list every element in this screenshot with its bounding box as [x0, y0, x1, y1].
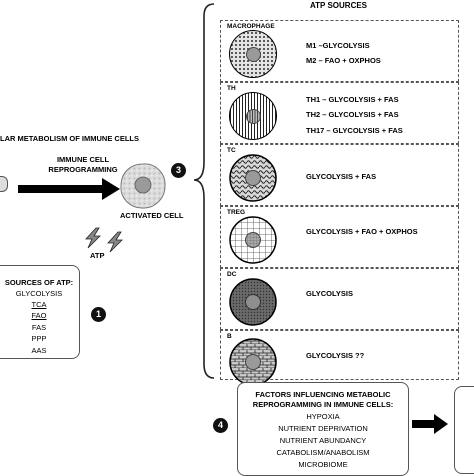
row-label: TC: [227, 147, 236, 154]
factor-item: CATABOLISM/ANABOLISM: [276, 448, 370, 457]
atp-line: GLYCOLYSIS ??: [306, 351, 365, 360]
atp-label: ATP: [90, 251, 105, 260]
factor-item: NUTRIENT ABUNDANCY: [279, 436, 367, 445]
cell-row-tc: TC GLYCOLYSIS + FAS: [220, 144, 459, 206]
activated-cell: [120, 163, 166, 209]
brace: [193, 3, 215, 379]
sources-item-ppp: PPP: [31, 334, 47, 343]
cell-dc: [229, 278, 277, 326]
factors-title-line2: REPROGRAMMING IN IMMUNE CELLS:: [252, 400, 394, 409]
factor-item: NUTRIENT DEPRIVATION: [278, 424, 368, 433]
factor-item: MICROBIOME: [298, 460, 348, 469]
sources-item-tca: TCA: [31, 300, 47, 309]
atp-line: TH2 – GLYCOLYSIS + FAS: [306, 110, 399, 119]
activated-cell-label: ACTIVATED CELL: [120, 211, 184, 220]
reprogramming-label-line1: IMMUNE CELL: [56, 155, 110, 164]
cell-th: [229, 92, 277, 140]
cell-row-macrophage: MACROPHAGE M1 –GLYCOLYSIS M2 – FAO + OXP…: [220, 20, 459, 82]
sources-item-fao: FAO: [31, 311, 47, 320]
reprogramming-label-line2: REPROGRAMMING: [48, 165, 118, 174]
cell-macrophage: [229, 30, 277, 78]
sources-of-atp-box: SOURCES OF ATP: GLYCOLYSIS TCA FAO FAS P…: [0, 265, 80, 359]
row-label: TREG: [227, 209, 246, 216]
atp-line: TH1 – GLYCOLYSIS + FAS: [306, 95, 399, 104]
cell-b: [229, 338, 277, 386]
atp-line: GLYCOLYSIS + FAS: [306, 172, 377, 181]
badge-4: 4: [213, 418, 228, 433]
nucleus: [246, 109, 261, 124]
lightning-bolt-icon: [107, 231, 123, 253]
badge-1: 1: [91, 307, 106, 322]
row-label: DC: [227, 271, 237, 278]
reprogramming-label: IMMUNE CELL REPROGRAMMING: [43, 155, 123, 175]
sources-item-aas: AAS: [31, 346, 47, 355]
nucleus: [246, 47, 261, 62]
cell-row-b: B GLYCOLYSIS ??: [220, 330, 459, 386]
cell-row-dc: DC GLYCOLYSIS: [220, 268, 459, 330]
cell-row-treg: TREG GLYCOLYSIS + FAO + OXPHOS: [220, 206, 459, 268]
atp-line: TH17 – GLYCOLYSIS + FAS: [306, 126, 403, 135]
next-box-partial: [454, 386, 474, 474]
badge-3: 3: [171, 163, 186, 178]
sources-title: SOURCES OF ATP:: [4, 278, 74, 287]
lightning-bolt-icon: [85, 227, 101, 249]
left-title: LAR METABOLISM OF IMMUNE CELLS: [0, 134, 140, 143]
factors-arrow: [412, 414, 448, 434]
reprogramming-arrow: [18, 178, 120, 200]
factors-title-line1: FACTORS INFLUENCING METABOLIC: [255, 390, 391, 399]
row-label: B: [227, 333, 232, 340]
left-cell-partial: [0, 176, 8, 192]
factors-box: FACTORS INFLUENCING METABOLIC REPROGRAMM…: [237, 382, 409, 476]
factor-item: HYPOXIA: [306, 412, 340, 421]
row-label: TH: [227, 85, 236, 92]
cell-treg: [229, 216, 277, 264]
atp-sources-header: ATP SOURCES: [309, 1, 368, 10]
atp-line: GLYCOLYSIS: [306, 289, 353, 298]
cell-tc: [229, 154, 277, 202]
atp-line: GLYCOLYSIS + FAO + OXPHOS: [306, 227, 418, 236]
atp-line: M1 –GLYCOLYSIS: [306, 41, 370, 50]
cell-row-th: TH TH1 – GLYCOLYSIS + FAS TH2 – GLYCOLYS…: [220, 82, 459, 144]
sources-item-glycolysis: GLYCOLYSIS: [15, 289, 63, 298]
atp-line: M2 – FAO + OXPHOS: [306, 56, 381, 65]
row-label: MACROPHAGE: [227, 23, 275, 30]
sources-item-fas: FAS: [31, 323, 47, 332]
